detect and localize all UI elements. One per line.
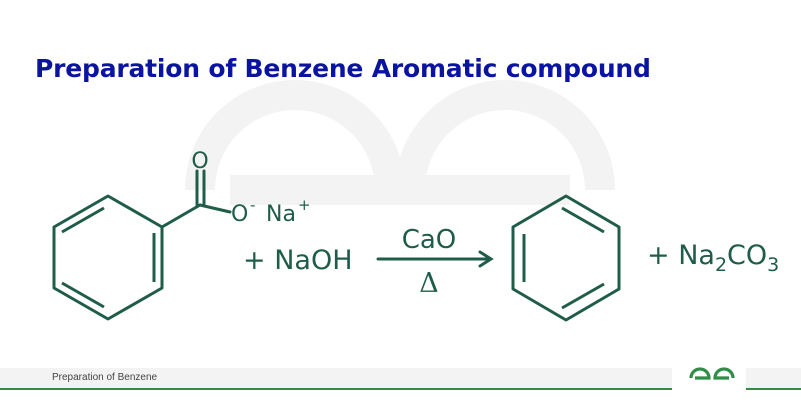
- reagent-naoh: + NaOH: [243, 245, 353, 276]
- sodium-ion: Na: [266, 202, 296, 227]
- byproduct-subscript-2: 2: [715, 254, 727, 276]
- footer-bar: [0, 368, 801, 390]
- arrow-condition-cao: CaO: [402, 225, 457, 255]
- sodium-charge: +: [298, 196, 311, 214]
- benzene-product-ring: [511, 194, 621, 322]
- sodium-benzoate-ring: [52, 194, 164, 321]
- byproduct-sodium-carbonate: + Na2CO3: [647, 240, 779, 276]
- oxygen-charge: -: [250, 196, 255, 214]
- carbonyl-oxygen: O: [191, 149, 208, 174]
- footer-divider: [0, 388, 801, 390]
- byproduct-co: CO: [727, 240, 767, 271]
- page-title: Preparation of Benzene Aromatic compound: [35, 54, 651, 83]
- byproduct-subscript-3: 3: [767, 254, 779, 276]
- reaction-arrow: [376, 250, 494, 268]
- geeksforgeeks-logo-icon: [689, 367, 735, 380]
- carboxylate-oxygen: O: [231, 202, 248, 227]
- carboxylate-bonds: [160, 169, 232, 229]
- arrow-condition-heat: Δ: [419, 268, 439, 299]
- byproduct-prefix: + Na: [647, 240, 715, 271]
- footer-caption: Preparation of Benzene: [52, 372, 158, 383]
